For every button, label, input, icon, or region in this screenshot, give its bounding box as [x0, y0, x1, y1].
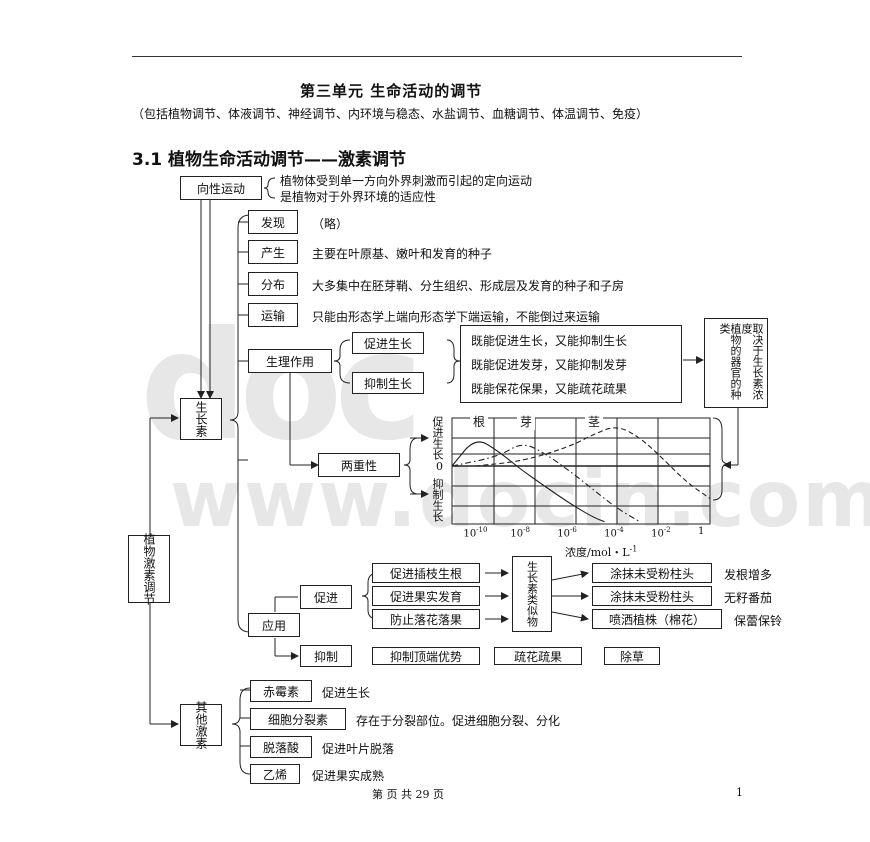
gibberellin-box: 赤霉素 — [250, 680, 312, 702]
transport-box: 运输 — [248, 303, 298, 327]
series-label-root: 根 — [470, 413, 489, 430]
x-tick-label: 10-8 — [510, 526, 530, 539]
x-tick-base: 10 — [463, 528, 477, 540]
dual-effect-box: 两重性 — [318, 453, 400, 477]
promote-growth-box: 促进生长 — [352, 332, 424, 354]
subtitle: （包括植物调节、体液调节、神经调节、内环境与稳态、水盐调节、血糖调节、体温调节、… — [132, 107, 649, 121]
effects-box: 既能促进生长，又能抑制生长 既能促进发芽，又能抑制发芽 既能保花保果，又能疏花疏… — [460, 325, 682, 403]
x-tick-exp: -2 — [663, 526, 671, 534]
effect-2: 既能促进发芽，又能抑制发芽 — [471, 358, 628, 372]
x-tick-base: 10 — [651, 528, 664, 540]
app-inhibit-box: 抑制 — [300, 645, 352, 667]
x-tick-label: 10-10 — [463, 526, 487, 539]
app-item-2: 促进果实发育 — [372, 586, 480, 606]
chart-frame — [451, 417, 711, 525]
depends-text: 取决于生长素浓度 — [740, 323, 764, 400]
x-tick-exp: -10 — [476, 526, 488, 534]
tropism-desc-1: 植物体受到单一方向外界刺激而引起的定向运动 — [280, 174, 533, 188]
tropism-box: 向性运动 — [180, 176, 262, 200]
inhibit-growth-box: 抑制生长 — [352, 372, 424, 394]
discovery-text: （略） — [312, 217, 349, 231]
series-line-1 — [451, 444, 640, 523]
auxin-analog-box: 生长素类似物 — [512, 556, 552, 632]
inhibit-axis-label: 抑制生长 — [431, 478, 444, 522]
zero-label: 0 — [436, 460, 443, 473]
x-tick-base: 1 — [698, 526, 705, 537]
discovery-box: 发现 — [248, 210, 298, 234]
x-tick-base: 10 — [510, 528, 524, 540]
page-number: 1 — [736, 786, 743, 799]
method-3: 喷洒植株（棉花） — [592, 609, 722, 629]
abscisic-box: 脱落酸 — [250, 736, 312, 758]
distribution-text: 大多集中在胚芽鞘、分生组织、形成层及发育的种子和子房 — [312, 279, 625, 293]
top-rule — [132, 56, 742, 57]
gibberellin-text: 促进生长 — [322, 686, 371, 700]
page-title: 第三单元 生命活动的调节 — [300, 82, 483, 100]
cytokinin-box: 细胞分裂素 — [250, 708, 346, 730]
origin-text: 主要在叶原基、嫩叶和发育的种子 — [312, 247, 493, 261]
method-2: 涂抹未受粉柱头 — [592, 586, 712, 606]
watermark-url: www.docin.com — [170, 455, 870, 545]
app-item-1: 促进插枝生根 — [372, 563, 480, 583]
series-line-0 — [451, 441, 605, 523]
cytokinin-text: 存在于分裂部位。促进细胞分裂、分化 — [356, 714, 561, 728]
result-1: 发根增多 — [724, 568, 773, 582]
inhibit-item-1: 抑制顶端优势 — [372, 647, 480, 665]
inhibit-item-2: 疏花疏果 — [494, 647, 582, 665]
physio-box: 生理作用 — [248, 349, 332, 373]
effect-3: 既能保花保果，又能疏花疏果 — [471, 382, 628, 396]
result-2: 无籽番茄 — [724, 591, 773, 605]
abscisic-text: 促进叶片脱落 — [322, 742, 395, 756]
x-tick-exp: -8 — [523, 526, 530, 534]
result-3: 保蕾保铃 — [734, 614, 783, 628]
x-tick-base: 10 — [604, 528, 617, 540]
page-count: 第 页 共 29 页 — [372, 788, 444, 801]
series-label-bud: 芽 — [517, 413, 536, 430]
x-axis-label: 浓度/mol・L-1 — [565, 544, 637, 560]
inhibit-item-3: 除草 — [604, 647, 660, 665]
transport-text: 只能由形态学上端向形态学下端运输，不能倒过来运输 — [312, 310, 601, 324]
x-tick-base: 10 — [557, 528, 570, 540]
app-promote-box: 促进 — [300, 585, 352, 609]
section-heading: 3.1 植物生命活动调节——激素调节 — [132, 150, 407, 170]
distribution-box: 分布 — [248, 272, 298, 296]
ethylene-box: 乙烯 — [250, 764, 300, 784]
x-axis-label-text: 浓度/mol・L — [565, 546, 630, 559]
x-tick-label: 10-6 — [557, 526, 577, 539]
series-line-2 — [475, 427, 711, 499]
x-tick-label: 10-4 — [604, 526, 624, 539]
origin-box: 产生 — [248, 240, 298, 264]
x-tick-exp: -4 — [616, 526, 624, 534]
method-1: 涂抹未受粉柱头 — [592, 563, 712, 583]
depends-box: 植物的器官的种类 取决于生长素浓度 — [704, 318, 768, 408]
app-item-3: 防止落花落果 — [372, 609, 480, 629]
organ-type-text: 植物的器官的种类 — [718, 323, 742, 400]
x-tick-exp: -6 — [570, 526, 577, 534]
application-box: 应用 — [248, 613, 300, 637]
other-hormones-box: 其他激素 — [180, 701, 222, 749]
ethylene-text: 促进果实成熟 — [312, 769, 385, 783]
auxin-box: 生长素 — [180, 398, 222, 440]
effect-1: 既能促进生长，又能抑制生长 — [471, 334, 628, 348]
x-tick-label: 10-2 — [651, 526, 671, 539]
x-axis-label-sup: -1 — [629, 544, 638, 554]
plant-hormone-box: 植物激素调节 — [128, 533, 170, 605]
x-tick-label: 1 — [698, 526, 704, 537]
promote-axis-label: 促进生长 — [431, 416, 444, 460]
series-label-stem: 茎 — [585, 413, 604, 430]
tropism-desc-2: 是植物对于外界环境的适应性 — [280, 190, 437, 204]
